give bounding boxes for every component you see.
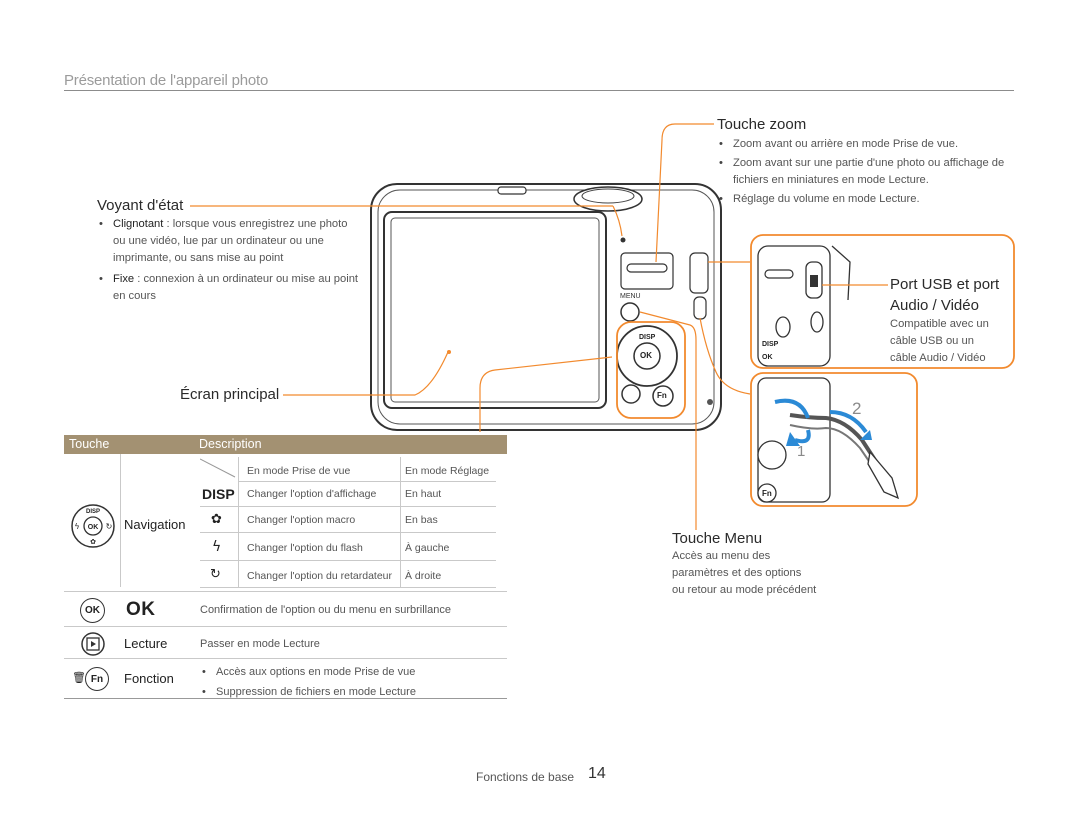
svg-text:↻: ↻ [106,522,113,531]
fn-button [652,385,674,407]
row-divider [238,481,496,482]
menu-button [620,302,640,322]
col-divider [400,457,401,587]
table-bottom-rule [64,698,507,699]
footer-section: Fonctions de base [476,770,575,784]
subheader-shoot: En mode Prise de vue [247,465,351,477]
status-light [620,237,626,243]
menu-desc-line: ou retour au mode précédent [672,584,817,596]
usb-title-line2: Audio / Vidéo [890,297,979,314]
menu-desc-line: Accès au menu des [672,550,771,562]
nav-shoot-cell: Changer l'option du retardateur [247,570,393,582]
status-light-desc: Clignotant : lorsque vous enregistrez un… [97,216,361,305]
arrow-1 [774,398,810,419]
status-light-bullet: Clignotant : lorsque vous enregistrez un… [97,216,361,267]
zoom-bullet: Zoom avant ou arrière en mode Prise de v… [717,136,1017,153]
row-divider [200,587,496,588]
page-number: 14 [588,765,606,782]
svg-text:DISP: DISP [86,509,100,515]
nav-shoot-cell: Changer l'option d'affichage [247,488,377,500]
playback-button [621,384,641,404]
row-divider [200,506,496,507]
menu-desc-line: paramètres et des options [672,567,802,579]
function-desc: Accès aux options en mode Prise de vue S… [200,662,416,702]
detail-fn-label: Fn [762,489,772,498]
detail-disp-label: DISP [762,341,779,348]
row-divider [200,532,496,533]
usb-desc-line: Compatible avec un [890,318,989,330]
row-divider [200,560,496,561]
nav-shoot-cell: Changer l'option macro [247,514,356,526]
timer-icon: ↻ [210,567,221,582]
svg-text:OK: OK [88,524,99,531]
usb-desc: Compatible avec un câble USB ou un câble… [890,316,989,367]
playback-icon [81,632,105,656]
trash-icon: 🗑 [72,671,86,684]
ok-key-icon: OK [80,598,105,623]
nav-setup-cell: En haut [405,488,442,500]
title-divider [64,90,1014,91]
menu-label: MENU [620,293,641,300]
header-touche: Touche [69,437,110,451]
zoom-desc: Zoom avant ou arrière en mode Prise de v… [717,136,1017,208]
nav-setup-cell: En bas [405,514,438,526]
row-divider [64,591,507,592]
svg-text:ϟ: ϟ [74,522,79,531]
subheader-setup: En mode Réglage [405,465,490,477]
row-divider [64,658,507,659]
usb-desc-line: câble Audio / Vidéo [890,352,986,364]
ok-label: OK [640,351,652,360]
disp-label: DISP [639,334,656,341]
svg-text:✿: ✿ [90,538,96,546]
status-light-bullet: Fixe : connexion à un ordinateur ou mise… [97,271,361,305]
zoom-bullet: Zoom avant sur une partie d'une photo ou… [717,155,1017,189]
navigation-label: Navigation [124,517,186,532]
usb-title-line1: Port USB et port [890,276,1000,293]
detail-ok-label: OK [762,354,773,361]
col-divider [238,457,239,587]
power-button [497,186,527,195]
header-description: Description [199,437,262,451]
disp-icon: DISP [202,486,235,502]
step-2-label: 2 [852,399,862,418]
ok-label: OK [126,599,156,620]
nav-pad-icon: DISP OK ϟ ↻ ✿ [71,504,115,548]
nav-setup-cell: À gauche [405,542,450,554]
zoom-title: Touche zoom [717,116,807,133]
main-screen [383,211,607,409]
flash-icon: ϟ [212,539,222,555]
fn-label: Fn [657,391,667,400]
menu-desc: Accès au menu des paramètres et des opti… [672,548,816,599]
macro-icon: ✿ [211,512,222,527]
fn-key-icon: Fn [85,667,109,691]
col-divider [120,454,121,587]
page-title: Présentation de l'appareil photo [64,72,269,89]
main-screen-title: Écran principal [180,386,280,403]
usb-desc-line: câble USB ou un [890,335,974,347]
table-header: Touche Description [64,435,507,454]
nav-setup-cell: À droite [405,570,442,582]
arrow-2 [829,410,868,434]
ok-button [633,342,661,370]
function-label: Fonction [124,671,174,686]
status-light-title: Voyant d'état [97,197,184,214]
function-bullet: Accès aux options en mode Prise de vue [200,662,416,682]
function-bullet: Suppression de fichiers en mode Lecture [200,682,416,702]
nav-shoot-cell: Changer l'option du flash [247,542,363,554]
ok-desc: Confirmation de l'option ou du menu en s… [200,604,451,616]
usb-port-door [689,252,709,294]
row-divider [64,626,507,627]
playback-label: Lecture [124,636,168,651]
zoom-bullet: Réglage du volume en mode Lecture. [717,191,1017,208]
playback-desc: Passer en mode Lecture [200,638,320,650]
menu-title: Touche Menu [672,530,763,547]
step-1-label: 1 [797,443,806,460]
diagonal-mark [200,458,236,478]
